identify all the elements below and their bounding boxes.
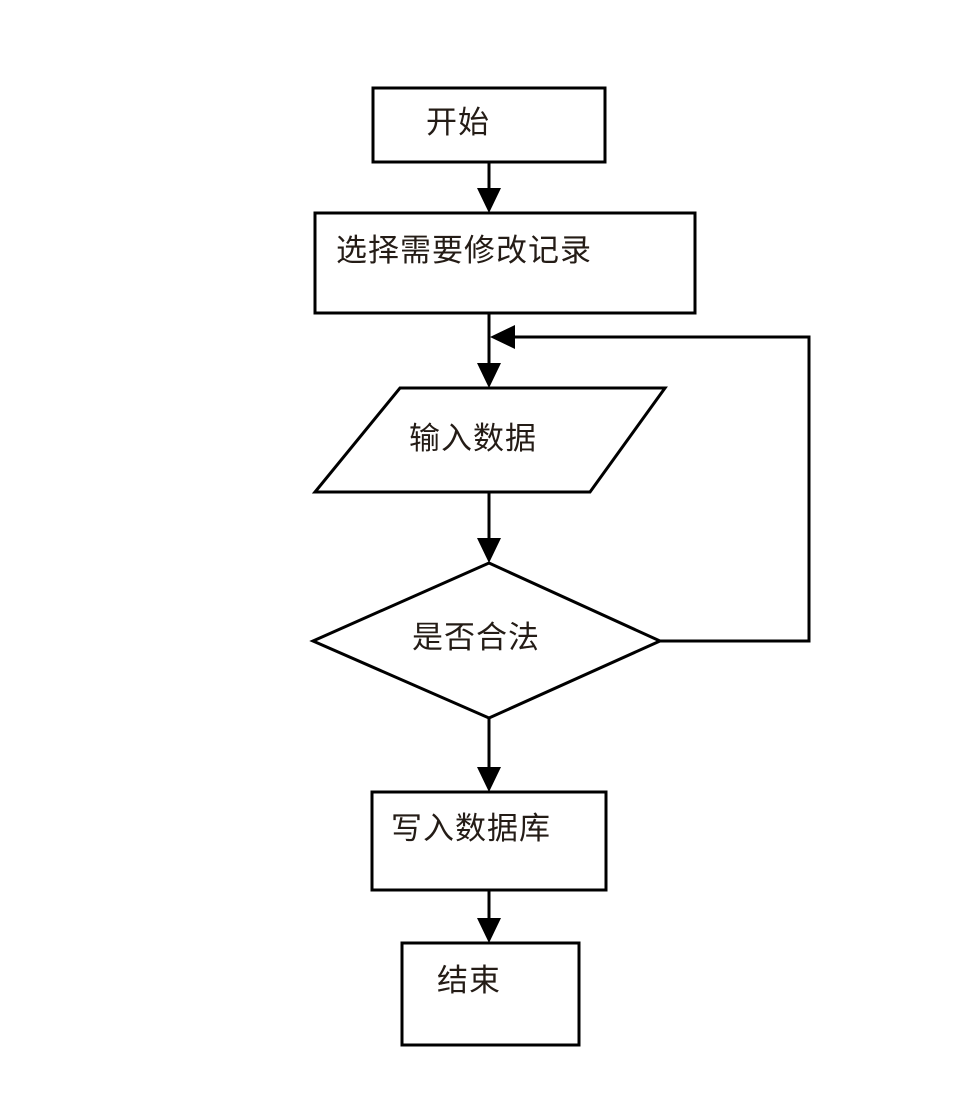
edge-is-valid-feedback-to-input-data (490, 325, 811, 643)
arrow-head-icon (490, 325, 515, 349)
arrow-head-icon (477, 538, 501, 563)
node-input-data-shape[interactable] (311, 386, 668, 494)
node-end-shape[interactable] (400, 941, 581, 1047)
node-is-valid-shape[interactable] (309, 561, 664, 720)
edge-start-to-select-record (477, 162, 501, 213)
edge-write-db-to-end (477, 890, 501, 943)
node-select-record-shape[interactable] (313, 211, 697, 315)
node-start-shape[interactable] (371, 86, 607, 164)
edge-select-record-to-input-data (477, 313, 501, 388)
edge-input-data-to-is-valid (477, 492, 501, 563)
arrow-head-icon (477, 767, 501, 792)
arrow-head-icon (477, 188, 501, 213)
node-write-db-shape[interactable] (370, 790, 608, 892)
edge-is-valid-to-write-db (477, 718, 501, 792)
arrow-head-icon (477, 918, 501, 943)
arrow-head-icon (477, 363, 501, 388)
